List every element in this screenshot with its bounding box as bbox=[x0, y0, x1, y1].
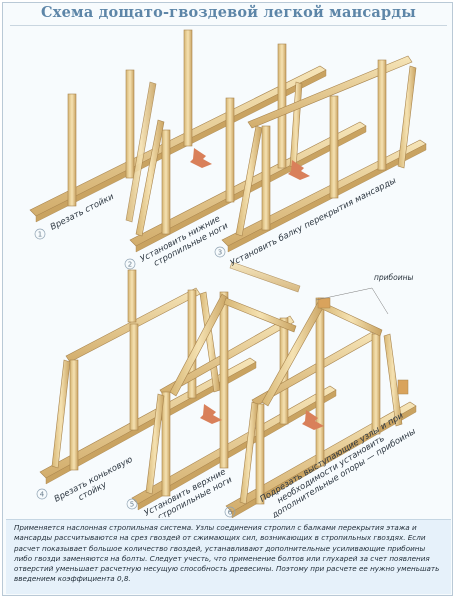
step-number-4-badge: 4 bbox=[36, 488, 48, 500]
step-number-4: 4 bbox=[40, 491, 45, 499]
step-number-5-badge: 5 bbox=[126, 498, 138, 510]
step-number-3: 3 bbox=[218, 249, 222, 257]
direction-arrow-3 bbox=[200, 404, 222, 424]
step-3-frame bbox=[221, 55, 427, 253]
direction-arrow-4 bbox=[302, 410, 324, 430]
description-text: Применяется наслонная стропильная систем… bbox=[14, 523, 440, 584]
step-number-2: 2 bbox=[128, 261, 132, 269]
callout-text: прибоины bbox=[374, 273, 414, 282]
step-1-frame bbox=[29, 29, 327, 223]
step-number-5: 5 bbox=[130, 501, 134, 509]
step-number-1-badge: 1 bbox=[34, 228, 46, 240]
step-number-6-badge: 6 bbox=[224, 506, 236, 518]
step-number-3-badge: 3 bbox=[214, 246, 226, 258]
step-number-6: 6 bbox=[228, 509, 233, 517]
diagram-title: Схема дощато-гвоздевой легкой мансарды bbox=[41, 4, 416, 21]
step-4-frame bbox=[39, 269, 257, 485]
description-panel: Применяется наслонная стропильная систем… bbox=[6, 519, 451, 594]
step-number-1: 1 bbox=[38, 231, 42, 239]
direction-arrow-2 bbox=[288, 160, 310, 180]
title-divider bbox=[10, 25, 447, 26]
step-6-frame bbox=[225, 287, 417, 518]
step-number-2-badge: 2 bbox=[124, 258, 136, 270]
direction-arrow-1 bbox=[190, 148, 212, 168]
assembly-diagram: прибоины 1 2 3 4 5 6 Врезать стойки Уста… bbox=[29, 29, 427, 518]
